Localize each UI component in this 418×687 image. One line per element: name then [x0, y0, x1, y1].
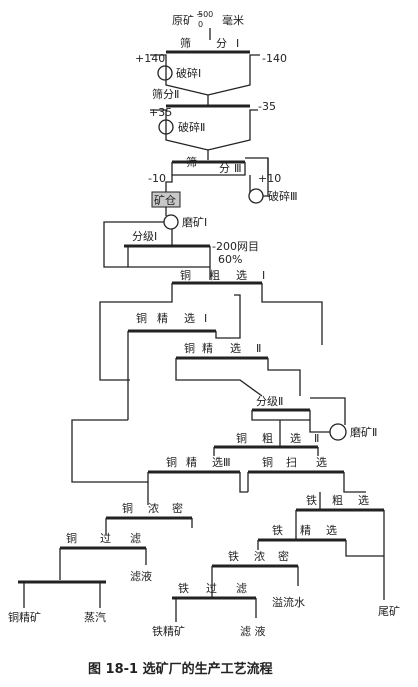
cu-clean1-c: 选 [184, 312, 195, 325]
cu-clean1-a: 铜 [136, 311, 147, 325]
fe-clean-b: 精 [300, 524, 311, 537]
cu-rough1-c: 选 [236, 269, 247, 282]
screen2-minus: -35 [258, 100, 276, 113]
fe-clean-a: 铁 [272, 524, 283, 537]
fe-filter-c: 滤 [236, 582, 247, 595]
cu-thick-c: 密 [172, 501, 183, 515]
tailings-label: 尾矿 [378, 605, 400, 618]
screen1-label-num: Ⅰ [236, 37, 239, 50]
cu-filter-a: 铜 [66, 531, 77, 545]
screen3-minus: -10 [148, 172, 166, 185]
cu-clean3-a: 铜 [166, 455, 177, 469]
cu-scav-c: 选 [316, 456, 327, 469]
cu-clean2-num: Ⅱ [256, 342, 261, 355]
cu-rough1-num: Ⅰ [262, 269, 265, 282]
fe-rough-a: 铁 [306, 494, 317, 507]
filtrate1-label: 滤液 [130, 569, 152, 583]
feed-label: 原矿 [172, 14, 194, 27]
fe-filter-a: 铁 [178, 582, 189, 595]
screen3-label-b: 分 [219, 162, 230, 175]
mesh-label: -200网目 [212, 240, 259, 253]
cu-clean2-b: 精 [202, 342, 213, 355]
crusher2-label: 破碎Ⅱ [178, 120, 205, 134]
screen2-plus: +35 [149, 106, 172, 119]
mesh-pct: 60% [218, 253, 242, 266]
cu-rough1-a: 铜 [180, 268, 191, 282]
cu-rough2-a: 铜 [236, 431, 247, 445]
cu-conc-label: 铜精矿 [8, 610, 41, 624]
cu-thick-a: 铜 [122, 501, 133, 515]
cu-thick-b: 浓 [148, 502, 159, 515]
fe-rough-c: 选 [358, 494, 369, 507]
fe-clean-c: 选 [326, 524, 337, 537]
feed-unit: 毫米 [222, 13, 244, 27]
classify2-label: 分级Ⅱ [256, 395, 283, 408]
mill2-label: 磨矿Ⅱ [350, 426, 377, 439]
cu-clean1-num: Ⅰ [204, 312, 207, 325]
cu-filter-b: 过 [100, 532, 111, 545]
steam-label: 蒸汽 [84, 610, 106, 624]
cu-scav-a: 铜 [262, 455, 273, 469]
cu-clean2-a: 铜 [184, 341, 195, 355]
cu-clean3-c: 选Ⅲ [212, 456, 231, 469]
crusher1-label: 破碎Ⅰ [176, 66, 201, 80]
fe-thick-a: 铁 [228, 550, 239, 563]
cu-scav-b: 扫 [286, 456, 297, 469]
classify1-label: 分级Ⅰ [132, 230, 157, 243]
screen2-label: 筛分Ⅱ [152, 87, 179, 101]
cu-clean3-b: 精 [186, 456, 197, 469]
cu-rough2-b: 粗 [262, 432, 273, 445]
figure-caption: 图 18-1 选矿厂的生产工艺流程 [88, 661, 273, 677]
cu-rough1-b: 粗 [209, 269, 220, 282]
feed-size-lower: 0 [198, 20, 203, 29]
svg-text:−: − [196, 10, 203, 19]
screen1-label-b: 分 [216, 37, 227, 50]
cu-clean1-b: 精 [157, 312, 168, 325]
crusher2-icon [158, 119, 174, 135]
bin-label: 矿仓 [154, 193, 176, 207]
cu-rough2-num: Ⅱ [314, 432, 319, 445]
screen1-label-a: 筛 [180, 36, 191, 50]
screen3-plus: +10 [258, 172, 281, 185]
screen3-label-num: Ⅲ [234, 162, 242, 175]
fe-thick-c: 密 [278, 549, 289, 563]
overflow-label: 溢流水 [272, 595, 305, 609]
fe-thick-b: 浓 [254, 550, 265, 563]
screen1-minus: -140 [262, 52, 287, 65]
feed-size-upper: 500 [198, 10, 213, 19]
cu-rough2-c: 选 [290, 432, 301, 445]
crusher3-icon [248, 188, 264, 204]
mill2-icon [329, 423, 347, 441]
fe-conc-label: 铁精矿 [152, 625, 185, 638]
cu-clean2-c: 选 [230, 342, 241, 355]
crusher1-icon [157, 65, 173, 81]
fe-rough-b: 粗 [332, 494, 343, 507]
filtrate2-label: 滤 液 [240, 624, 266, 638]
crusher3-label: 破碎Ⅲ [268, 189, 298, 203]
cu-filter-c: 滤 [130, 532, 141, 545]
mill1-icon [163, 214, 179, 230]
screen1-plus: +140 [135, 52, 165, 65]
mill1-label: 磨矿Ⅰ [182, 216, 207, 229]
